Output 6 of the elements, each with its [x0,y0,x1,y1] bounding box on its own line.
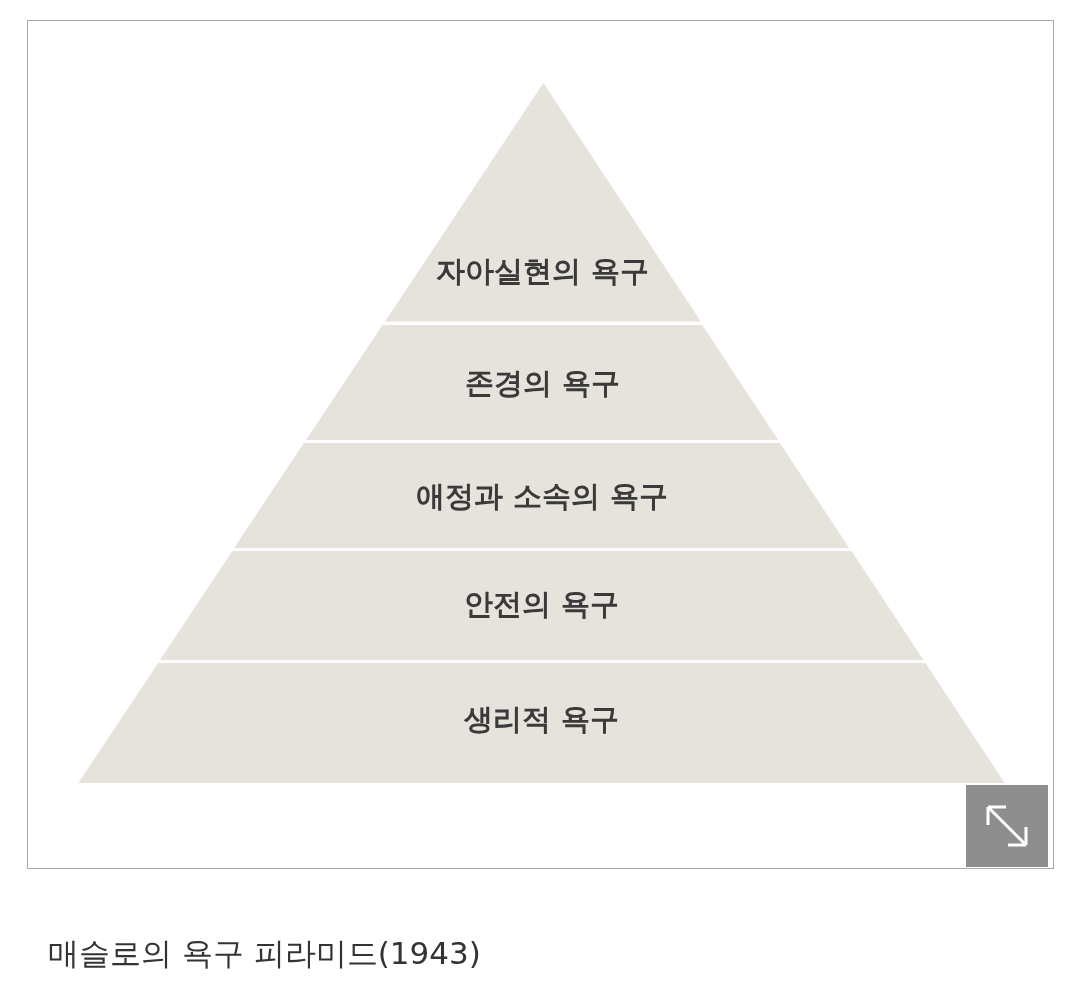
level-label: 애정과 소속의 욕구 [414,478,670,515]
level-label: 안전의 욕구 [463,586,621,623]
level-label: 생리적 욕구 [462,701,621,738]
level-label: 자아실현의 욕구 [434,253,651,290]
level-label: 존경의 욕구 [463,365,621,402]
caption: 매슬로의 욕구 피라미드(1943) [48,934,481,973]
